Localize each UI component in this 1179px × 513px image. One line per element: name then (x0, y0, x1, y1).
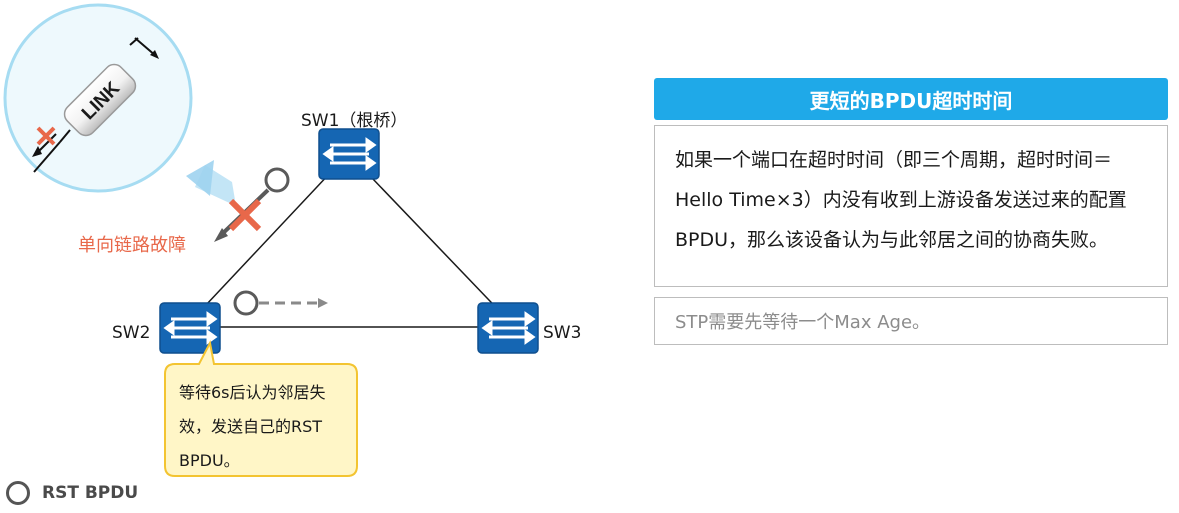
switch-arrows-icon (163, 311, 218, 345)
link-zoom-magnifier: LINK (3, 3, 193, 193)
callout-bubble (164, 339, 358, 477)
sw1-label: SW1（根桥） (301, 111, 408, 131)
rst-bpdu-sw2-to-sw3 (233, 290, 328, 316)
failure-x-icon-small (36, 126, 56, 146)
up-arrow-icon (150, 50, 159, 59)
switch-sw2 (159, 302, 221, 354)
panel-body: 如果一个端口在超时时间（即三个周期，超时时间＝Hello Time×3）内没有收… (654, 125, 1168, 287)
panel-note: STP需要先等待一个Max Age。 (654, 297, 1168, 345)
link-sw1-sw3 (349, 154, 511, 323)
blocked-bpdu-sw1-to-sw2 (214, 167, 290, 242)
sw3-label: SW3 (543, 323, 582, 343)
switch-arrows-icon (481, 311, 536, 345)
legend: RST BPDU (6, 481, 138, 505)
switch-sw3 (477, 302, 539, 354)
network-diagram: LINK (3, 3, 539, 477)
switch-arrows-icon (322, 137, 377, 171)
cable-lower-line (33, 141, 61, 173)
callout-text: 等待6s后认为邻居失效，发送自己的RST BPDU。 (179, 383, 326, 470)
panel-title: 更短的BPDU超时时间 (654, 78, 1168, 120)
legend-label: RST BPDU (42, 483, 139, 503)
failure-x-icon (228, 198, 262, 232)
sw2-label: SW2 (112, 323, 151, 343)
fault-label: 单向链路故障 (78, 235, 186, 256)
switch-sw1 (318, 128, 380, 180)
down-arrow-icon (32, 146, 42, 157)
link-sw1-sw2 (189, 154, 348, 323)
rst-bpdu-legend-icon (6, 481, 30, 505)
